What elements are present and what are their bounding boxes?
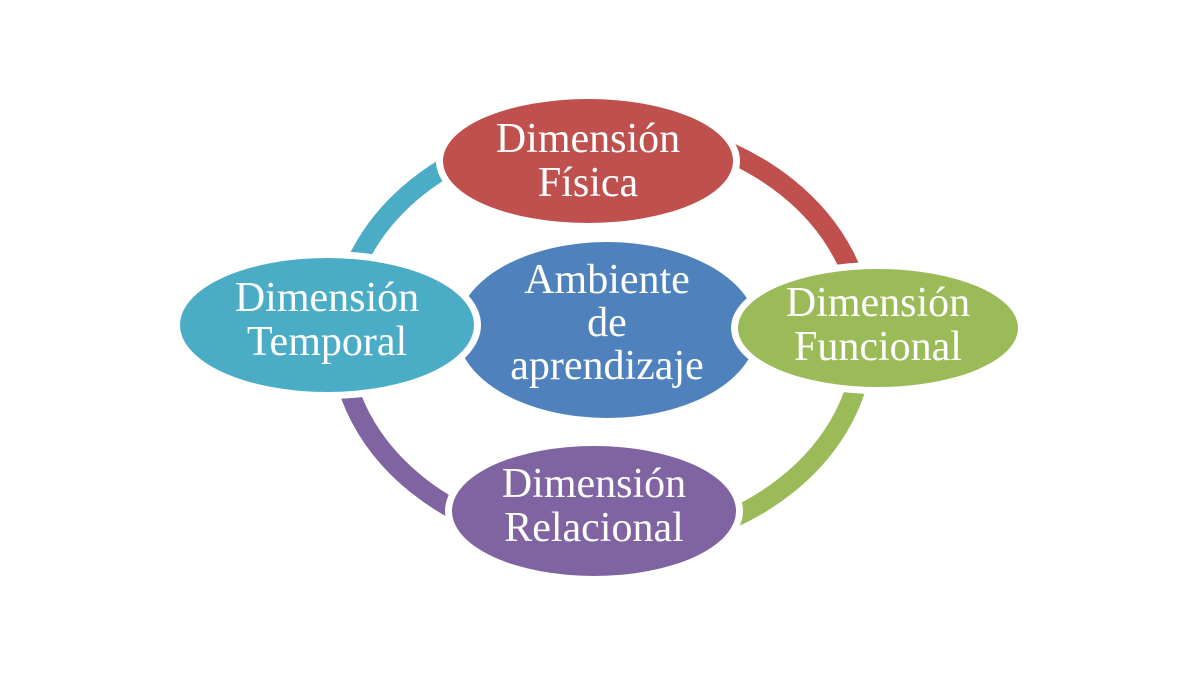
node-label-line: Dimensión [502, 461, 686, 507]
node-label-line: Dimensión [235, 275, 419, 321]
node-ambiente-de-aprendizaje: Ambiente de aprendizaje [450, 235, 764, 425]
node-dimension-funcional: Dimensión Funcional [731, 262, 1025, 394]
node-label-line: Ambiente [524, 257, 690, 303]
node-label-line: Relacional [504, 505, 684, 551]
node-dimension-relacional: Dimensión Relacional [445, 439, 743, 583]
node-label-line: de [587, 300, 627, 346]
node-ellipse [457, 242, 757, 418]
node-label-line: Temporal [247, 319, 407, 365]
node-ellipse [738, 269, 1018, 387]
node-dimension-fisica: Dimensión Física [436, 92, 740, 230]
node-label-line: Dimensión [496, 116, 680, 162]
node-label-line: aprendizaje [510, 343, 704, 389]
node-label-line: Funcional [794, 324, 962, 370]
node-label-line: Física [538, 160, 639, 206]
node-ellipse [443, 99, 733, 223]
node-label-line: Dimensión [786, 280, 970, 326]
node-ellipse [180, 258, 474, 392]
node-dimension-temporal: Dimensión Temporal [173, 251, 481, 399]
node-ellipse [452, 446, 736, 576]
